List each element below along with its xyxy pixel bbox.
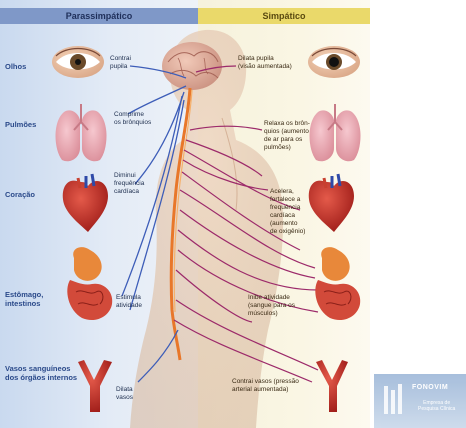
para-stomach-line1: Estimula bbox=[116, 294, 142, 302]
para-lungs-line1: Comprime bbox=[114, 111, 151, 119]
left-stomach-intestines-illustration bbox=[67, 247, 112, 320]
parasympathetic-heart-effect: Diminui frequência cardíaca bbox=[114, 172, 144, 196]
para-heart-line3: cardíaca bbox=[114, 188, 144, 196]
symp-eyes-line2: (visão aumentada) bbox=[238, 63, 292, 71]
right-lungs-illustration bbox=[310, 104, 361, 161]
organ-label-vessels-line2: dos órgãos internos bbox=[5, 373, 77, 382]
symp-stomach-line1: Inibe atividade bbox=[248, 294, 295, 302]
para-eyes-line1: Contrai bbox=[110, 55, 131, 63]
left-eye-illustration bbox=[52, 46, 104, 78]
para-lungs-line2: os brônquios bbox=[114, 119, 151, 127]
para-stomach-line2: atividade bbox=[116, 302, 142, 310]
organ-label-eyes: Olhos bbox=[5, 62, 26, 71]
brain-illustration bbox=[162, 42, 222, 90]
organ-label-vessels: Vasos sanguíneos dos órgãos internos bbox=[5, 364, 77, 382]
symp-heart-line5: (aumento bbox=[270, 220, 305, 228]
para-vessels-line2: vasos bbox=[116, 394, 133, 402]
symp-lungs-line2: quios (aumento bbox=[264, 128, 310, 136]
sympathetic-vessels-effect: Contrai vasos (pressão arterial aumentad… bbox=[232, 378, 299, 394]
symp-heart-line6: de oxigênio) bbox=[270, 228, 305, 236]
left-heart-illustration bbox=[63, 174, 108, 232]
symp-eyes-line1: Dilata pupila bbox=[238, 55, 292, 63]
symp-heart-line2: fortalece a bbox=[270, 196, 305, 204]
organ-label-lungs: Pulmões bbox=[5, 120, 36, 129]
left-blood-vessel-illustration bbox=[78, 360, 112, 412]
logo-title: FONOVIM bbox=[412, 384, 448, 391]
symp-vessels-line1: Contrai vasos (pressão bbox=[232, 378, 299, 386]
organ-label-stomach-line1: Estômago, bbox=[5, 290, 43, 299]
sympathetic-stomach-effect: Inibe atividade (sangue para os músculos… bbox=[248, 294, 295, 318]
symp-lungs-line3: de ar para os bbox=[264, 136, 310, 144]
logo-subtitle-line2: Pesquisa Clínica bbox=[418, 406, 455, 412]
para-heart-line2: frequência bbox=[114, 180, 144, 188]
symp-stomach-line3: músculos) bbox=[248, 310, 295, 318]
symp-lungs-line1: Relaxa os brôn- bbox=[264, 120, 310, 128]
para-eyes-line2: pupila bbox=[110, 63, 131, 71]
parasympathetic-vessels-effect: Dilata vasos bbox=[116, 386, 133, 402]
right-heart-illustration bbox=[309, 174, 354, 232]
organ-label-vessels-line1: Vasos sanguíneos bbox=[5, 364, 77, 373]
organ-label-heart: Coração bbox=[5, 190, 35, 199]
symp-heart-line3: frequência bbox=[270, 204, 305, 212]
watermark-logo: FONOVIM Empresa de Pesquisa Clínica bbox=[374, 374, 466, 428]
organ-label-stomach: Estômago, intestinos bbox=[5, 290, 43, 308]
symp-heart-line1: Acelera, bbox=[270, 188, 305, 196]
parasympathetic-stomach-effect: Estimula atividade bbox=[116, 294, 142, 310]
organ-label-stomach-line2: intestinos bbox=[5, 299, 43, 308]
sympathetic-heart-effect: Acelera, fortalece a frequência cardíaca… bbox=[270, 188, 305, 236]
logo-mark-icon bbox=[382, 382, 406, 418]
symp-lungs-line4: pulmões) bbox=[264, 144, 310, 152]
parasympathetic-lungs-effect: Comprime os brônquios bbox=[114, 111, 151, 127]
right-eye-illustration bbox=[308, 46, 360, 78]
logo-subtitle: Empresa de Pesquisa Clínica bbox=[418, 400, 455, 412]
para-vessels-line1: Dilata bbox=[116, 386, 133, 394]
symp-stomach-line2: (sangue para os bbox=[248, 302, 295, 310]
symp-heart-line4: cardíaca bbox=[270, 212, 305, 220]
parasympathetic-eyes-effect: Contrai pupila bbox=[110, 55, 131, 71]
right-stomach-intestines-illustration bbox=[315, 247, 360, 320]
sympathetic-lungs-effect: Relaxa os brôn- quios (aumento de ar par… bbox=[264, 120, 310, 152]
right-blood-vessel-illustration bbox=[316, 360, 348, 412]
left-lungs-illustration bbox=[56, 104, 107, 161]
para-heart-line1: Diminui bbox=[114, 172, 144, 180]
symp-vessels-line2: arterial aumentada) bbox=[232, 386, 299, 394]
sympathetic-eyes-effect: Dilata pupila (visão aumentada) bbox=[238, 55, 292, 71]
